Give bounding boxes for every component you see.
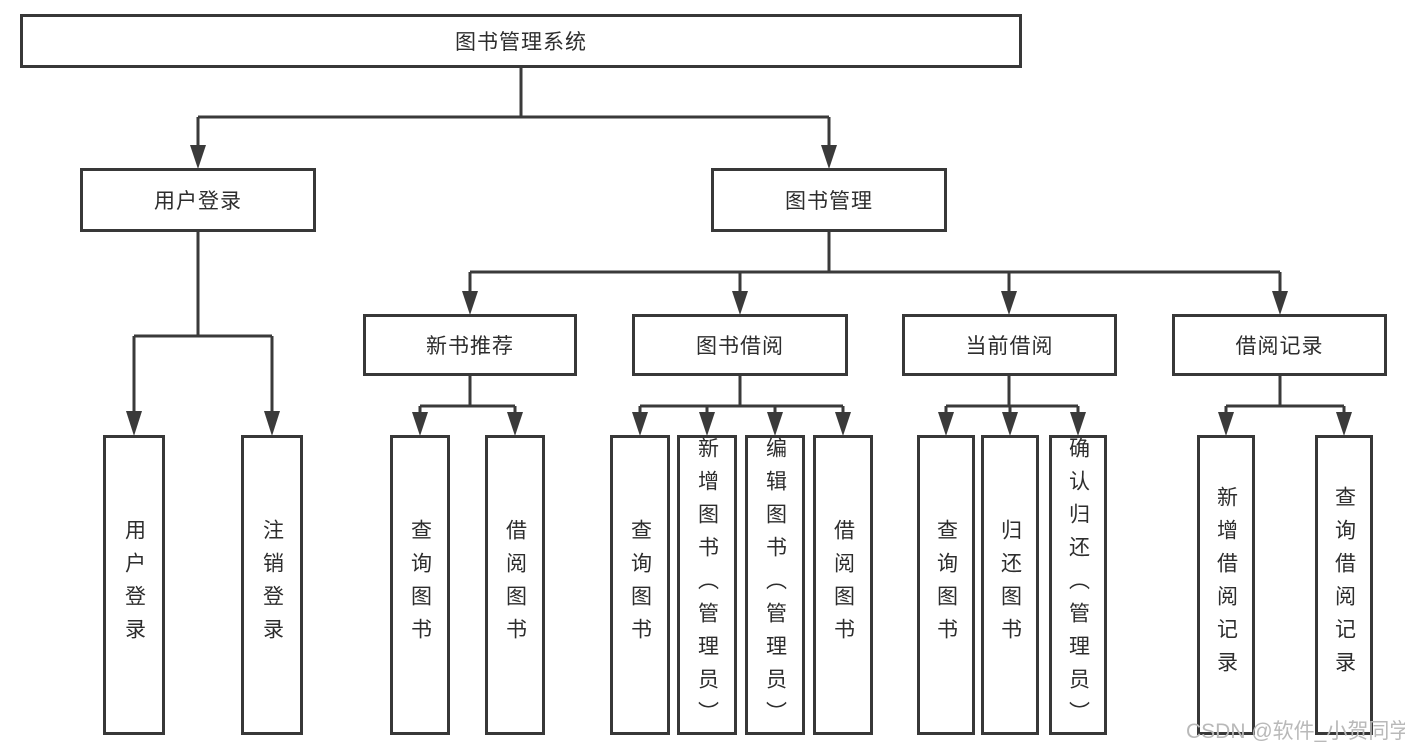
leaf-current-query-books: 查询图书: [917, 435, 975, 735]
leaf-current-confirm-return-admin: 确认归还（管理员）: [1049, 435, 1107, 735]
leaf-borrow-borrow-books: 借阅图书: [813, 435, 873, 735]
node-book-management-label: 图书管理: [785, 190, 873, 213]
node-current-borrow: 当前借阅: [902, 314, 1117, 376]
leaf-borrow-add-books-admin: 新增图书（管理员）: [677, 435, 737, 735]
leaf-current-query-books-label: 查询图书: [934, 519, 958, 651]
node-borrow-record-label: 借阅记录: [1235, 335, 1324, 358]
node-new-book-recommend-label: 新书推荐: [426, 335, 514, 358]
leaf-record-add-record: 新增借阅记录: [1197, 435, 1255, 735]
leaf-current-return-books-label: 归还图书: [998, 519, 1022, 651]
node-book-borrow-label: 图书借阅: [696, 335, 784, 358]
leaf-current-confirm-return-admin-label: 确认归还（管理员）: [1066, 436, 1090, 734]
leaf-user-login: 用户登录: [103, 435, 165, 735]
leaf-logout-label: 注销登录: [260, 519, 284, 651]
leaf-current-return-books: 归还图书: [981, 435, 1039, 735]
node-current-borrow-label: 当前借阅: [965, 335, 1054, 358]
csdn-watermark: CSDN @软件_小贺同学: [1186, 720, 1405, 743]
leaf-borrow-borrow-books-label: 借阅图书: [831, 519, 855, 651]
leaf-borrow-query-books: 查询图书: [610, 435, 670, 735]
leaf-borrow-edit-books-admin: 编辑图书（管理员）: [745, 435, 805, 735]
node-book-borrow: 图书借阅: [632, 314, 848, 376]
node-root: 图书管理系统: [20, 14, 1022, 68]
leaf-borrow-add-books-admin-label: 新增图书（管理员）: [695, 436, 719, 734]
node-new-book-recommend: 新书推荐: [363, 314, 577, 376]
leaf-newbook-borrow-books: 借阅图书: [485, 435, 545, 735]
leaf-borrow-edit-books-admin-label: 编辑图书（管理员）: [763, 436, 787, 734]
leaf-logout: 注销登录: [241, 435, 303, 735]
leaf-newbook-query-books-label: 查询图书: [408, 519, 432, 651]
node-borrow-record: 借阅记录: [1172, 314, 1387, 376]
leaf-newbook-query-books: 查询图书: [390, 435, 450, 735]
node-user-login: 用户登录: [80, 168, 316, 232]
node-user-login-label: 用户登录: [154, 190, 242, 213]
leaf-user-login-label: 用户登录: [122, 519, 146, 651]
leaf-record-query-record-label: 查询借阅记录: [1332, 486, 1356, 684]
leaf-record-query-record: 查询借阅记录: [1315, 435, 1373, 735]
leaf-record-add-record-label: 新增借阅记录: [1214, 486, 1238, 684]
leaf-borrow-query-books-label: 查询图书: [628, 519, 652, 651]
node-root-label: 图书管理系统: [455, 31, 587, 54]
leaf-newbook-borrow-books-label: 借阅图书: [503, 519, 527, 651]
node-book-management: 图书管理: [711, 168, 947, 232]
